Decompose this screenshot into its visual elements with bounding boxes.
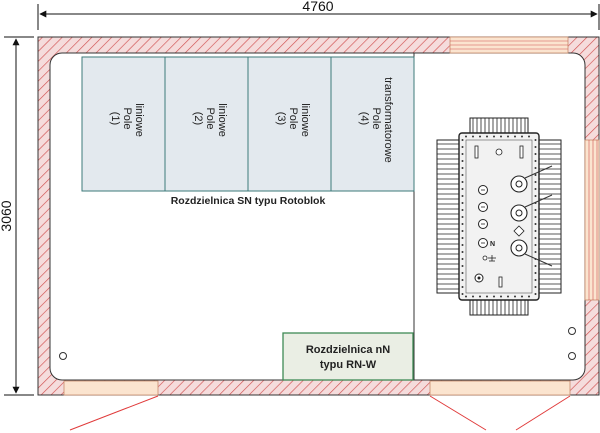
dimension-height: 3060: [0, 36, 34, 396]
field-3-number: (3): [275, 112, 287, 125]
ground-terminal-right-upper: [568, 327, 576, 335]
transformer-tank: [458, 132, 540, 301]
field-3-line2: liniowe: [299, 103, 311, 137]
dimension-width: 4760: [37, 0, 600, 30]
svg-text:(2) Pole linio: (2) Pole liniowe: [192, 103, 228, 137]
field-1-line1: Pole: [121, 107, 133, 129]
fitting-bottom: [498, 276, 503, 288]
switchgear-nn: Rozdzielnica nN typu RN-W: [282, 332, 414, 381]
oil-level-indicator: [513, 225, 525, 237]
svg-text:(4) Pole trans: (4) Pole transformatorowe: [358, 77, 394, 163]
ground-terminal-right: [568, 352, 576, 360]
fitting-top-left: [474, 145, 479, 159]
fitting-top-right: [519, 145, 524, 159]
switchgear-field-3: (3) Pole liniowe: [247, 56, 332, 192]
dimension-width-label: 4760: [302, 0, 333, 14]
switchgear-field-4: (4) Pole transformatorowe: [330, 56, 415, 192]
field-4-number: (4): [358, 112, 370, 125]
hv-bushings: [510, 165, 553, 267]
door-left: [63, 380, 159, 431]
field-3-line1: Pole: [287, 107, 299, 129]
radiator-left: [436, 139, 460, 294]
radiator-right: [538, 139, 562, 294]
svg-text:(1) Pole linio: (1) Pole liniowe: [109, 103, 145, 137]
field-2-line1: Pole: [204, 107, 216, 129]
field-4-line2: transformatorowe: [382, 77, 394, 163]
building-walls: [37, 36, 600, 396]
ventilation-grille-top: [449, 36, 569, 54]
door-right: [429, 380, 571, 431]
field-4-line1: Pole: [370, 107, 382, 129]
radiator-top: [469, 117, 529, 134]
radiator-bottom: [469, 299, 529, 316]
field-1-number: (1): [109, 112, 121, 125]
ground-terminal-left: [59, 352, 67, 360]
lv-bushings: N: [478, 185, 495, 248]
switchgear-field-2: (2) Pole liniowe: [164, 56, 249, 192]
dimension-height-label: 3060: [0, 200, 14, 231]
tank-bolts: [461, 135, 537, 298]
field-2-line2: liniowe: [216, 103, 228, 137]
field-2-number: (2): [192, 112, 204, 125]
transformer: N: [436, 117, 562, 316]
tap-changer-symbol: [482, 255, 496, 262]
switchgear-sn-caption: Rozdzielnica SN typu Rotoblok: [171, 195, 326, 207]
switchgear-sn: (1) Pole liniowe (2) Pole liniowe (3) Po…: [81, 56, 415, 207]
ventilation-grille-right: [584, 139, 600, 301]
fitting-top-center: [495, 148, 503, 156]
switchgear-field-1: (1) Pole liniowe: [81, 56, 166, 192]
neutral-label: N: [490, 241, 495, 248]
switchgear-nn-line1: Rozdzielnica nN: [306, 344, 390, 356]
switchgear-nn-line2: typu RN-W: [320, 359, 377, 371]
svg-text:(3) Pole linio: (3) Pole liniowe: [275, 103, 311, 137]
field-1-line2: liniowe: [133, 103, 145, 137]
